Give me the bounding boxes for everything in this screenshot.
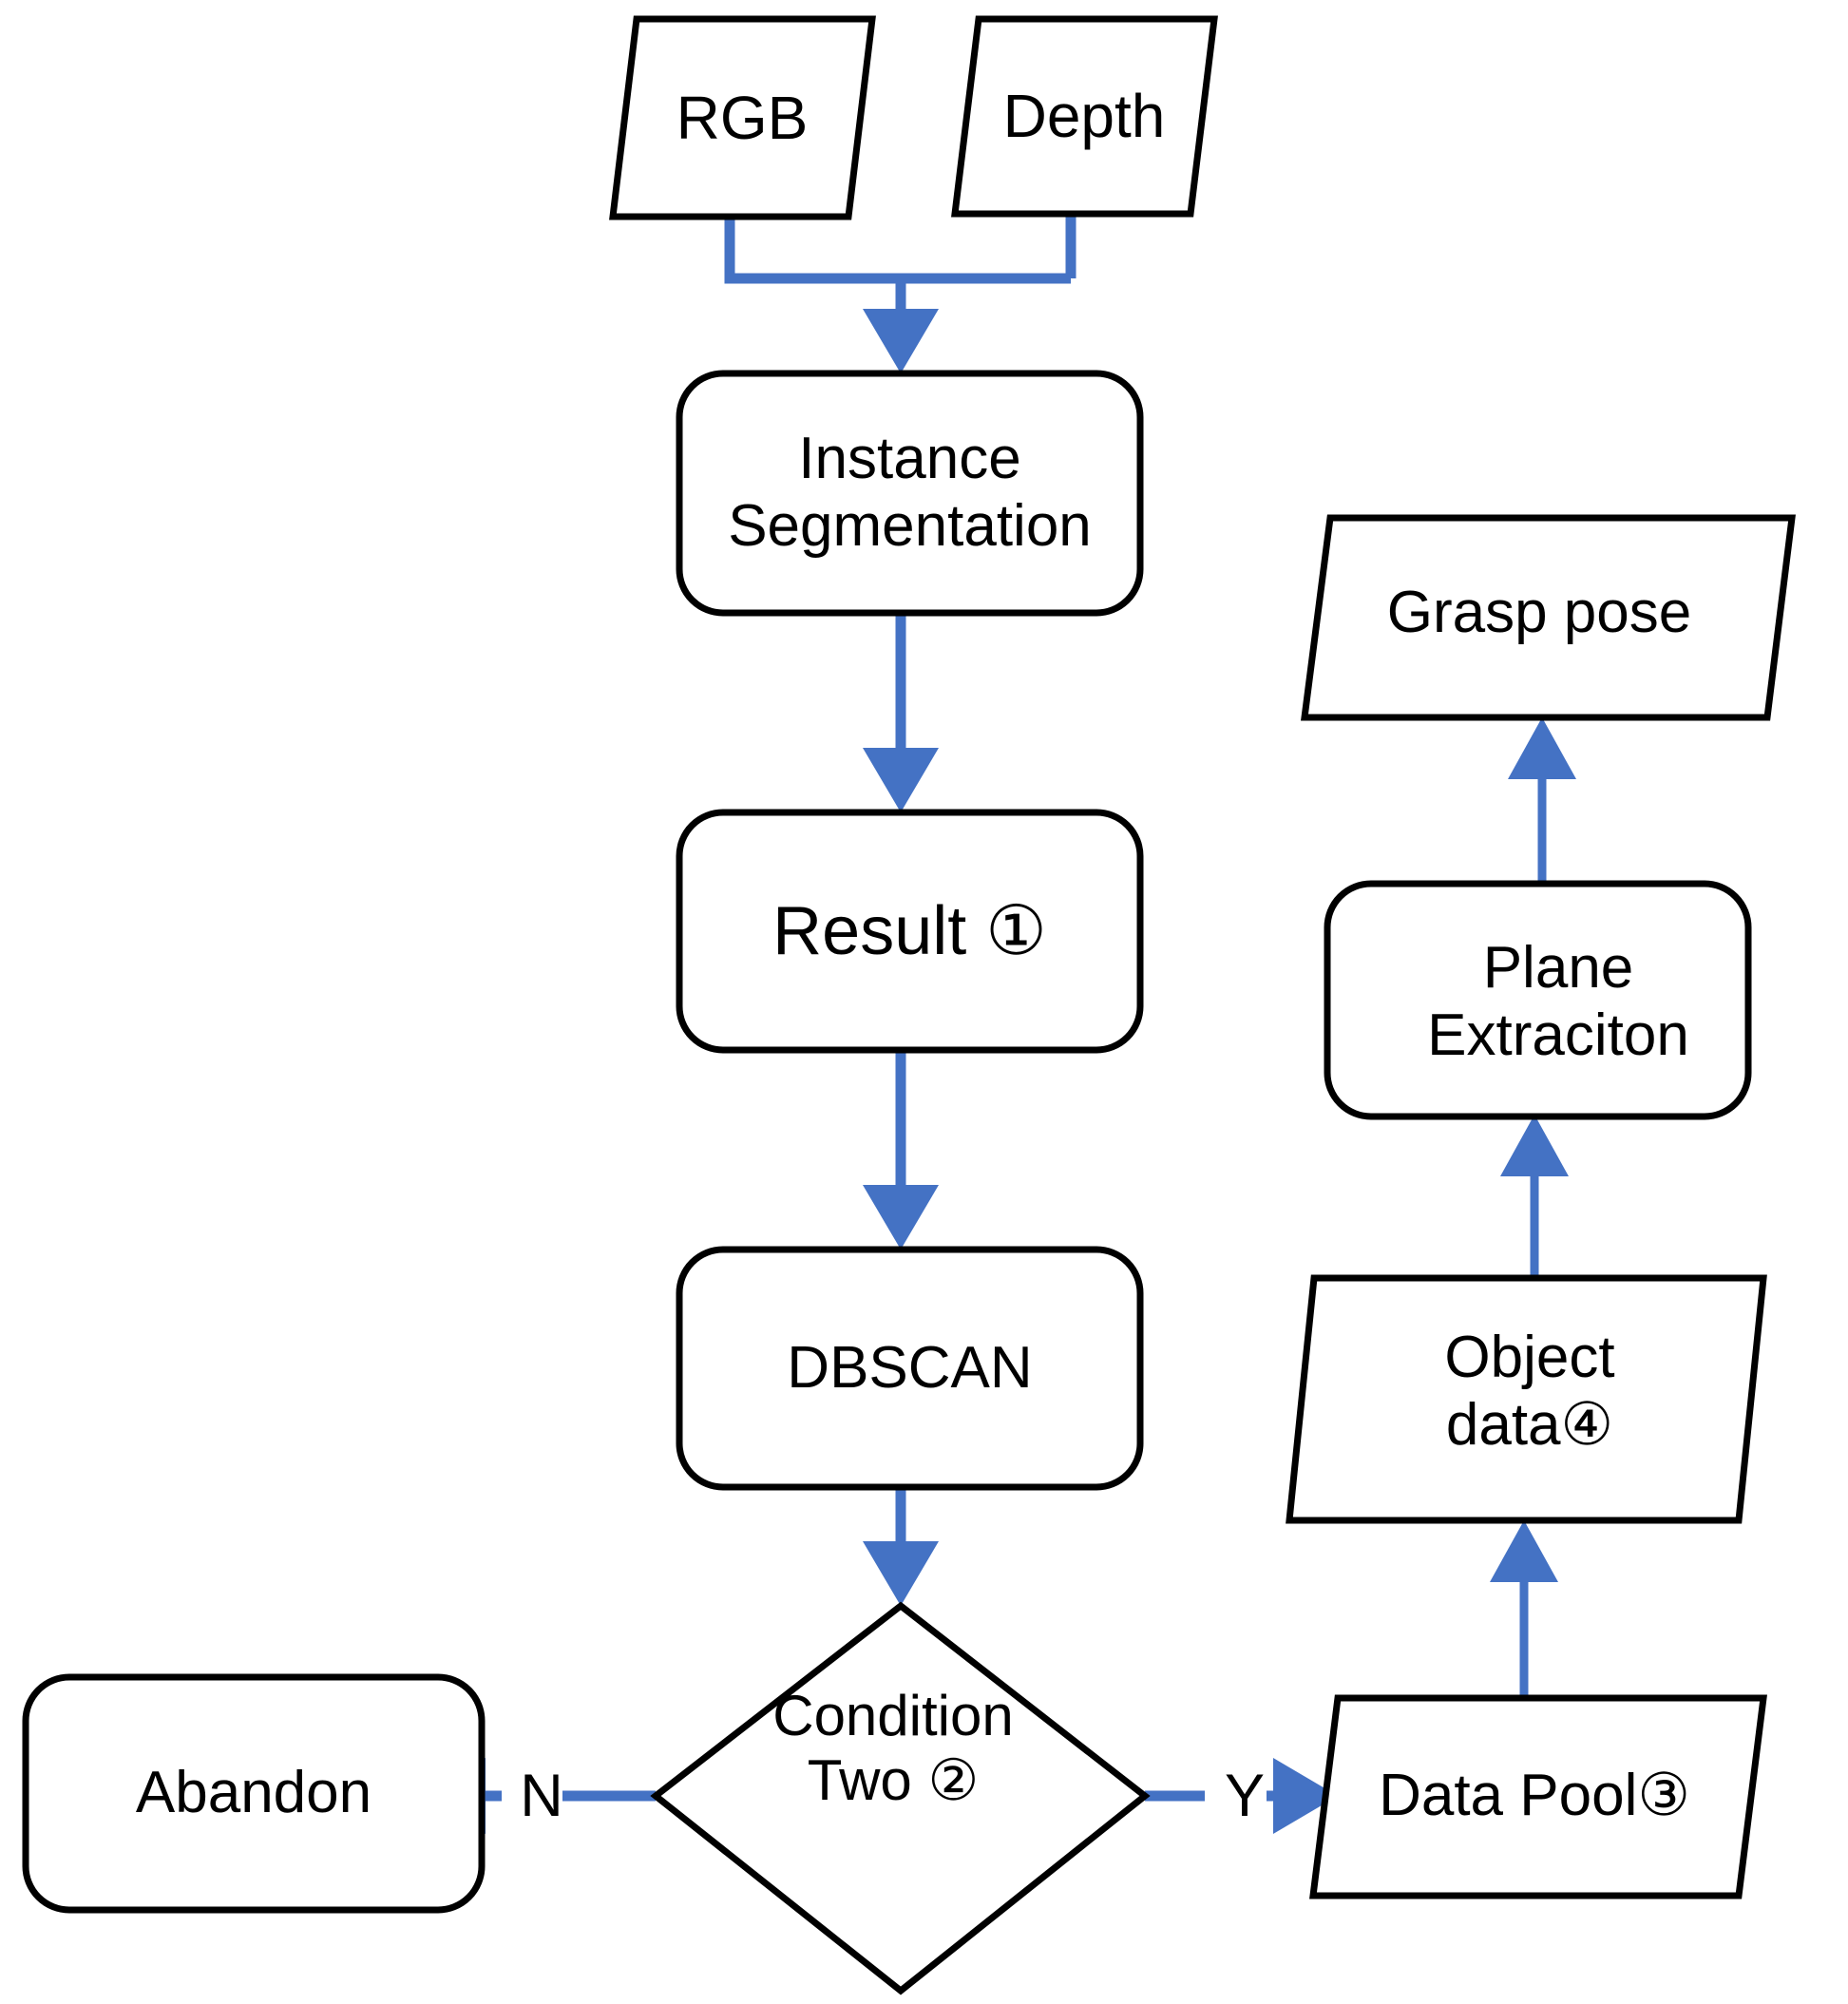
edge-junction-to-instance-segmentation xyxy=(863,278,939,373)
edge-data-pool-to-object-data xyxy=(1490,1520,1558,1698)
node-shape-rgb[interactable] xyxy=(609,15,876,220)
edge-plane-extraction-to-grasp-pose xyxy=(1508,717,1576,884)
node-shape-abandon[interactable] xyxy=(22,1673,486,1914)
edge-result-to-dbscan xyxy=(863,1050,939,1250)
node-shape-data-pool[interactable] xyxy=(1309,1694,1767,1899)
node-shape-object-data[interactable] xyxy=(1286,1274,1767,1524)
node-shape-plane-extraction[interactable] xyxy=(1324,880,1752,1120)
node-shape-grasp-pose[interactable] xyxy=(1301,514,1796,721)
edge-instance-segmentation-to-result xyxy=(863,613,939,812)
edge-condition-yes-to-data-pool xyxy=(1145,1758,1338,1834)
node-shape-result[interactable] xyxy=(676,809,1144,1054)
edge-rgb-to-instance-segmentation xyxy=(724,217,1071,284)
edge-dbscan-to-condition xyxy=(863,1487,939,1606)
edge-object-data-to-plane-extraction xyxy=(1500,1115,1569,1278)
node-shape-depth[interactable] xyxy=(951,15,1218,218)
node-shape-instance-segmentation[interactable] xyxy=(676,370,1144,617)
node-shape-dbscan[interactable] xyxy=(676,1246,1144,1491)
node-shape-condition[interactable] xyxy=(650,1601,1151,1995)
